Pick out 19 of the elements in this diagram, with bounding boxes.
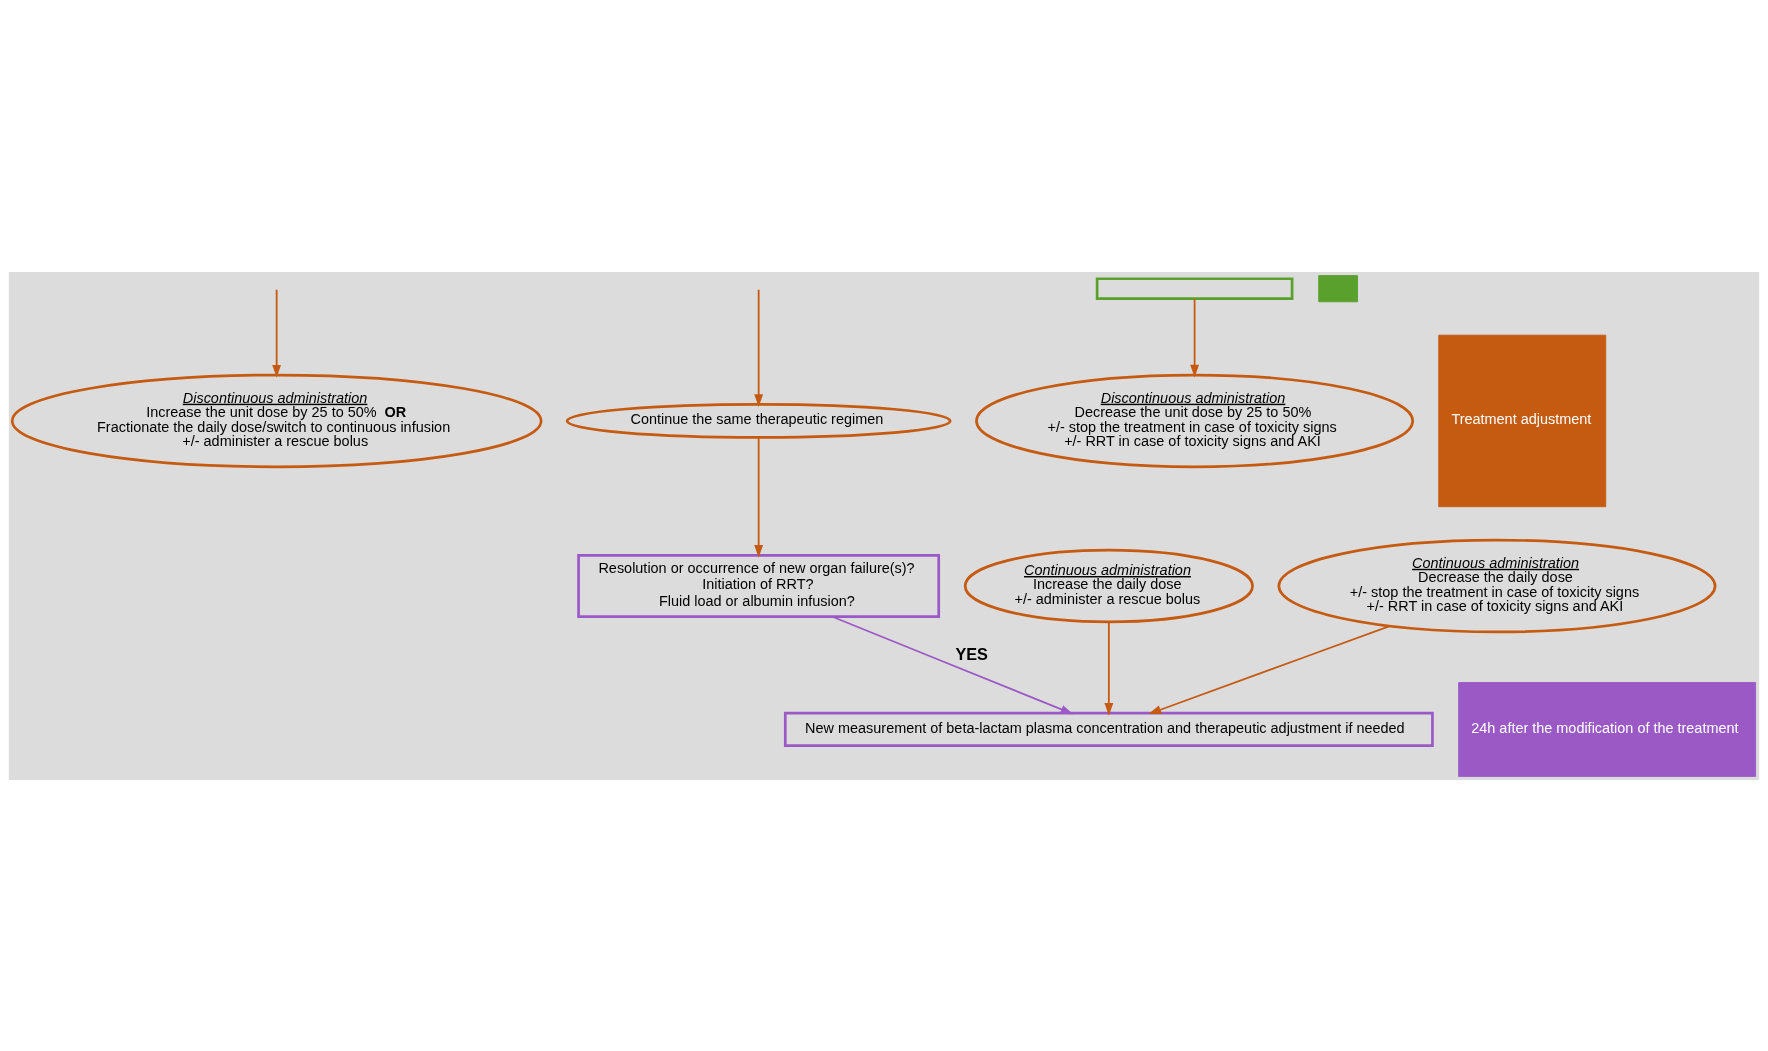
node-box [1095,276,1294,300]
node-ellipse: Continue the same therapeutic regimen [565,402,952,439]
node-ellipse: Continuous administration Increase the daily dose +/- administer a rescue bolus [963,548,1254,623]
arrow [754,436,764,558]
node-box: 24h after the modification of the treatment [1458,681,1756,777]
node-ellipse: Continuous administration Decrease the daily dose +/- stop the treatment in case of toxicity signs +/- RRT in case of toxicity signs and AKI [1277,538,1717,633]
arrow [272,288,282,378]
arrow [831,615,1074,714]
node-box: Resolution or occurrence of new organ failure(s)? Initiation of RRT? Fluid load or albumin infusion? [577,553,941,618]
node-ellipse: Discontinuous administration Decrease the unit dose by 25 to 50% +/- stop the treatment in case of toxicity signs +/- RRT in case of toxicity signs and AKI [975,373,1415,468]
arrow [754,288,764,407]
node-box: Treatment adjustment [1438,334,1607,507]
arrow [1104,620,1114,716]
edge-label: YES [955,644,988,663]
arrow [1190,297,1200,377]
arrow [1148,624,1391,714]
node-box: New measurement of beta-lactam plasma concentration and therapeutic adjustment if needed [783,711,1434,747]
node-bar [1318,274,1358,302]
node-ellipse: Discontinuous administration Increase the unit dose by 25 to 50% OR Fractionate the daily dose/switch to continuous infusion +/- administer a rescue bolus [10,373,543,468]
